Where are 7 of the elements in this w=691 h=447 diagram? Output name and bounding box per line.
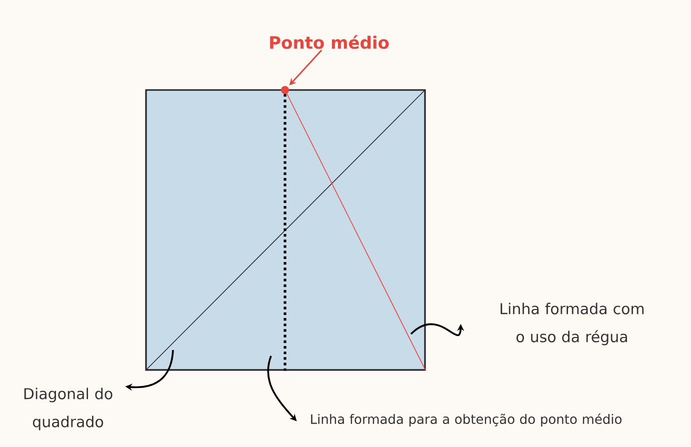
square — [145, 89, 426, 371]
callout-label: Diagonal do quadrado — [24, 388, 112, 430]
callout-label: Linha formada com o uso da régua — [500, 302, 644, 346]
heading-label: Ponto médio — [270, 35, 389, 49]
midpoint-dot — [281, 86, 289, 94]
callout-label: Linha formada para a obtenção do ponto médio — [311, 413, 622, 427]
dotted-line — [284, 94, 286, 371]
